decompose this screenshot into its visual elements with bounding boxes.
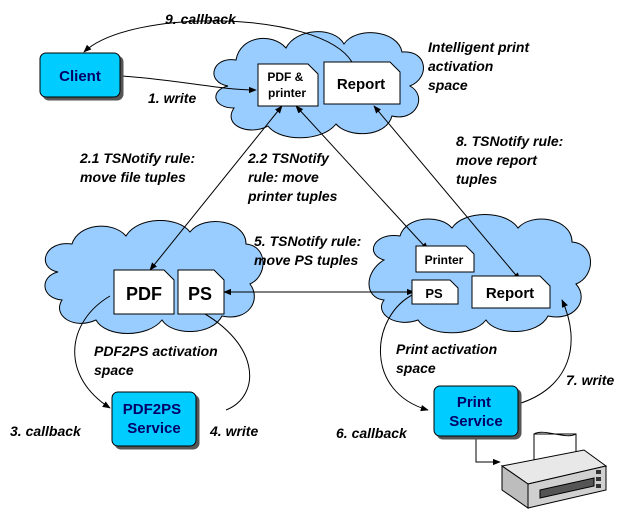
step-2-1-label: 2.1 TSNotify rule: move file tuples xyxy=(79,150,199,185)
tuple-pdf: PDF xyxy=(113,269,175,315)
arrow-8-report-tuples xyxy=(373,105,521,281)
arrow-6-callback xyxy=(380,293,429,412)
arrow-7-write xyxy=(517,299,572,405)
arrow-printer-link xyxy=(472,431,501,466)
arrow-3-callback xyxy=(74,295,111,409)
arrow-4-write xyxy=(189,305,251,411)
flow-arrows xyxy=(74,20,572,466)
print-service-label: Print Service xyxy=(449,394,502,430)
tuple-printer-label: Printer xyxy=(425,253,464,267)
pdf2ps-space-label: PDF2PS activation space xyxy=(94,343,222,378)
tuple-ps-left: PS xyxy=(177,269,225,315)
tuple-report-top-label: Report xyxy=(337,76,385,93)
step-7-label: 7. write xyxy=(566,372,614,388)
step-5-label: 5. TSNotify rule: move PS tuples xyxy=(254,233,365,268)
client-node[interactable]: Client xyxy=(39,52,121,98)
tuple-report-right: Report xyxy=(471,275,551,309)
tuple-ps-right-label: PS xyxy=(425,286,443,301)
tuple-printer: Printer xyxy=(415,245,475,273)
step-3-label: 3. callback xyxy=(10,423,82,439)
tuple-ps-right: PS xyxy=(411,279,459,305)
printer-device-icon xyxy=(500,431,608,509)
tuple-pdf-label: PDF xyxy=(126,284,162,304)
tuple-pdf-printer-label: PDF & printer xyxy=(267,70,306,100)
step-9-label: 9. callback xyxy=(165,11,237,27)
tuple-pdf-printer: PDF & printer xyxy=(257,63,319,107)
step-8-label: 8. TSNotify rule: move report tuples xyxy=(456,133,567,187)
arrow-2-1-file-tuples xyxy=(149,105,283,271)
step-2-2-label: 2.2 TSNotify rule: move printer tuples xyxy=(247,150,338,204)
arrow-9-callback xyxy=(83,20,353,63)
tuple-ps-left-label: PS xyxy=(188,284,212,304)
tuple-report-right-label: Report xyxy=(486,285,534,302)
intelligent-space-label: Intelligent print activation space xyxy=(428,39,533,93)
client-label: Client xyxy=(59,68,101,85)
print-service-node[interactable]: Print Service xyxy=(433,385,519,437)
step-6-label: 6. callback xyxy=(336,425,408,441)
arrow-1-write xyxy=(121,75,257,94)
pdf2ps-service-node[interactable]: PDF2PS Service xyxy=(111,391,197,447)
print-space-label: Print activation space xyxy=(396,341,501,376)
step-1-label: 1. write xyxy=(148,90,196,106)
step-4-label: 4. write xyxy=(209,423,258,439)
pdf2ps-service-label: PDF2PS Service xyxy=(123,401,186,437)
tuple-report-top: Report xyxy=(323,61,401,105)
